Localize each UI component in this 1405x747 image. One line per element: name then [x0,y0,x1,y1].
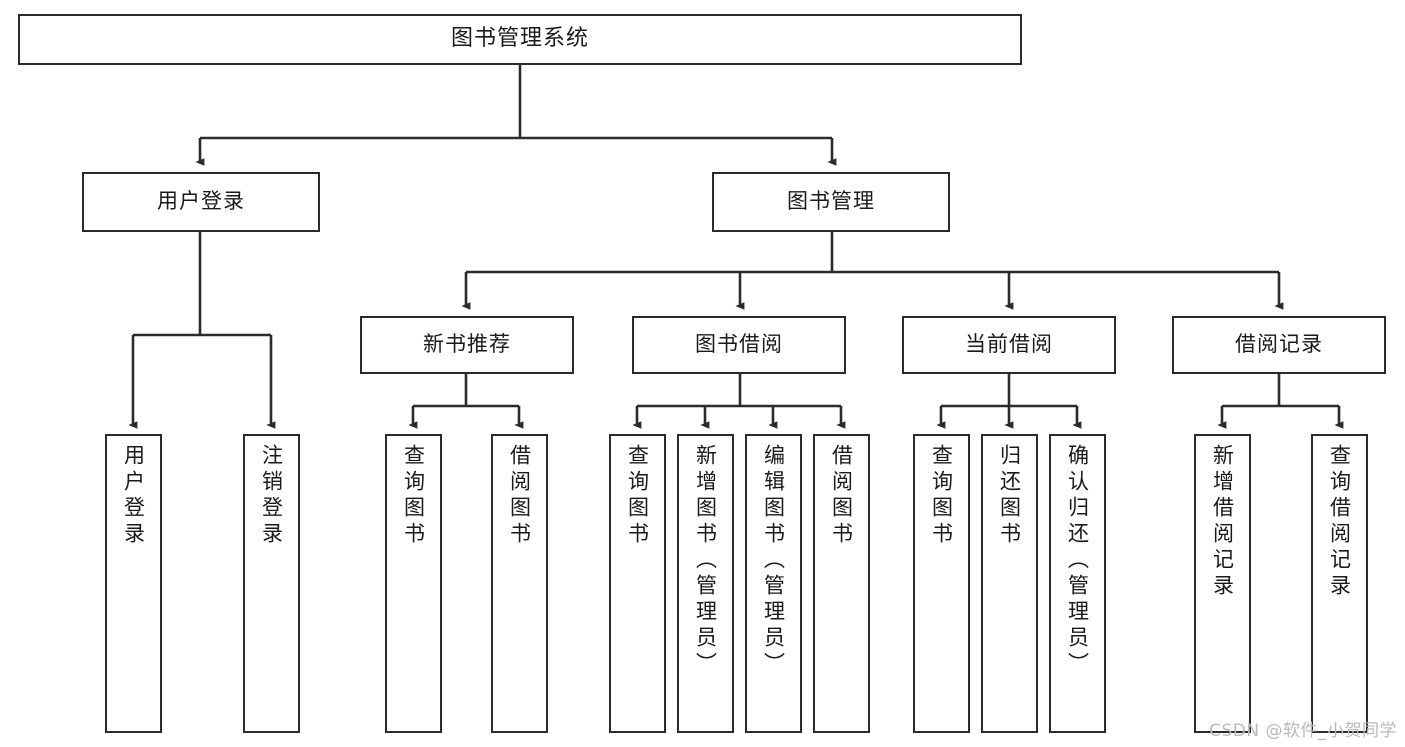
node-new-book-recommend[interactable]: 新书推荐 [360,316,574,374]
node-label: 借阅图书 [507,444,532,548]
node-label: 确认归还（管理员） [1065,444,1090,678]
node-borrow-record[interactable]: 借阅记录 [1172,316,1386,374]
node-user-login[interactable]: 用户登录 [82,172,320,232]
node-book-borrow[interactable]: 图书借阅 [632,316,846,374]
node-label: 用户登录 [157,189,245,214]
node-book-management[interactable]: 图书管理 [712,172,950,232]
node-label: 借阅图书 [829,444,854,548]
node-label: 图书管理系统 [450,26,589,52]
leaf-borrow-book-recommend[interactable]: 借阅图书 [491,434,548,733]
node-label: 用户登录 [121,444,146,548]
node-label: 编辑图书（管理员） [761,444,786,678]
node-label: 查询图书 [929,444,954,548]
node-label: 注销登录 [259,444,284,548]
leaf-query-book-current[interactable]: 查询图书 [913,434,970,733]
leaf-query-book-borrow[interactable]: 查询图书 [609,434,666,733]
leaf-add-borrow-record[interactable]: 新增借阅记录 [1194,434,1251,733]
leaf-logout[interactable]: 注销登录 [243,434,300,733]
node-label: 借阅记录 [1235,332,1323,357]
node-root-system[interactable]: 图书管理系统 [18,14,1022,65]
node-label: 查询图书 [625,444,650,548]
csdn-watermark: CSDN @软件_小贺同学 [1209,721,1397,741]
node-label: 归还图书 [997,444,1022,548]
leaf-query-book-recommend[interactable]: 查询图书 [385,434,442,733]
leaf-borrow-book[interactable]: 借阅图书 [813,434,870,733]
node-label: 图书管理 [787,189,875,214]
leaf-query-borrow-record[interactable]: 查询借阅记录 [1311,434,1368,733]
leaf-return-book[interactable]: 归还图书 [981,434,1038,733]
leaf-user-login[interactable]: 用户登录 [105,434,162,733]
node-label: 新增借阅记录 [1210,444,1235,600]
node-label: 新书推荐 [423,332,511,357]
node-label: 新增图书（管理员） [693,444,718,678]
node-current-borrow[interactable]: 当前借阅 [902,316,1116,374]
leaf-add-book-admin[interactable]: 新增图书（管理员） [677,434,734,733]
leaf-confirm-return-admin[interactable]: 确认归还（管理员） [1049,434,1106,733]
node-label: 查询图书 [401,444,426,548]
node-label: 图书借阅 [695,332,783,357]
node-label: 当前借阅 [965,332,1053,357]
node-label: 查询借阅记录 [1327,444,1352,600]
leaf-edit-book-admin[interactable]: 编辑图书（管理员） [745,434,802,733]
